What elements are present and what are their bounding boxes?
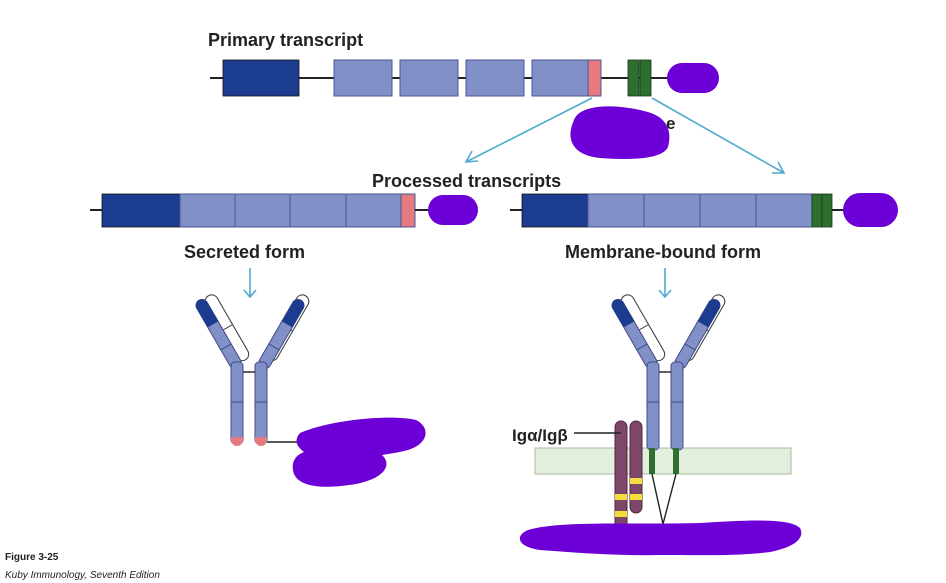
processing-arrows — [464, 97, 786, 174]
membrane-anchor-right — [673, 448, 679, 474]
figure-number: Figure 3-25 — [5, 552, 59, 563]
secreted-constant-exon-4 — [345, 193, 402, 228]
membrane-heavy-stem-right — [670, 361, 684, 451]
membrane-heavy-arm-left — [611, 298, 658, 370]
primary-membrane-exon-1 — [627, 59, 640, 97]
arrow-to-secreted-transcript — [465, 97, 593, 163]
membrane-constant-exon-2 — [643, 193, 701, 228]
membrane-exon-2 — [821, 193, 833, 228]
ig-alpha-beta-label: Igα/Igβ — [512, 426, 568, 445]
ig-beta-chain — [629, 420, 643, 514]
ig-alpha-beta — [614, 420, 643, 534]
form-arrows — [243, 268, 672, 299]
scribble-secreted-end — [428, 195, 478, 225]
cytoplasmic-tails — [651, 473, 677, 525]
membrane-constant-exon-4 — [755, 193, 813, 228]
membrane-transcript — [510, 193, 898, 228]
membrane-anchor-left — [649, 448, 655, 474]
secreted-heavy-stem-right — [254, 361, 268, 445]
primary-secreted-exon — [587, 59, 602, 97]
scribble-bottom — [519, 520, 802, 556]
primary-constant-exon-3 — [465, 59, 525, 97]
itam-stripe-1 — [615, 494, 627, 500]
membrane-heavy-arm-right — [674, 298, 721, 370]
secreted-tail-left — [231, 437, 243, 446]
membrane-antibody — [611, 294, 726, 525]
scribble-primary-end — [667, 63, 719, 93]
secreted-tail-right — [255, 437, 267, 446]
primary-constant-exon-4 — [531, 59, 589, 97]
secreted-constant-exon-3 — [289, 193, 347, 228]
membrane-heavy-stem-left — [646, 361, 660, 451]
primary-constant-exon-2 — [399, 59, 459, 97]
membrane-constant-exon-1 — [587, 193, 645, 228]
secreted-antibody — [195, 294, 310, 446]
scribble-over-label — [570, 106, 670, 159]
plasma-membrane — [534, 447, 792, 475]
primary-transcript-title: Primary transcript — [208, 30, 363, 50]
primary-transcript — [210, 59, 719, 97]
arrow-to-membrane-transcript — [651, 97, 785, 174]
secreted-transcript — [90, 193, 478, 228]
itam-stripe-2 — [615, 511, 627, 517]
membrane-exon-1 — [811, 193, 823, 228]
figure-source: Kuby Immunology, Seventh Edition — [5, 570, 160, 581]
secreted-heavy-stem-left — [230, 361, 244, 445]
processed-transcripts-title: Processed transcripts — [372, 171, 561, 191]
membrane-bound-form-label: Membrane-bound form — [565, 242, 761, 262]
primary-constant-exon-1 — [333, 59, 393, 97]
secreted-form-label: Secreted form — [184, 242, 305, 262]
primary-membrane-exon-2 — [639, 59, 652, 97]
membrane-constant-exon-3 — [699, 193, 757, 228]
scribble-secreted-label — [292, 417, 426, 487]
partial-hidden-label: e — [666, 114, 675, 133]
primary-variable-exon — [222, 59, 300, 97]
membrane-variable-exon — [521, 193, 589, 228]
secreted-variable-exon — [101, 193, 181, 228]
secreted-heavy-arm-right — [258, 298, 305, 370]
secreted-constant-exon-2 — [234, 193, 291, 228]
secreted-constant-exon-1 — [179, 193, 236, 228]
secreted-exon — [400, 193, 416, 228]
itam-stripe-4 — [630, 494, 642, 500]
scribble-membrane-end — [843, 193, 898, 227]
itam-stripe-3 — [630, 478, 642, 484]
